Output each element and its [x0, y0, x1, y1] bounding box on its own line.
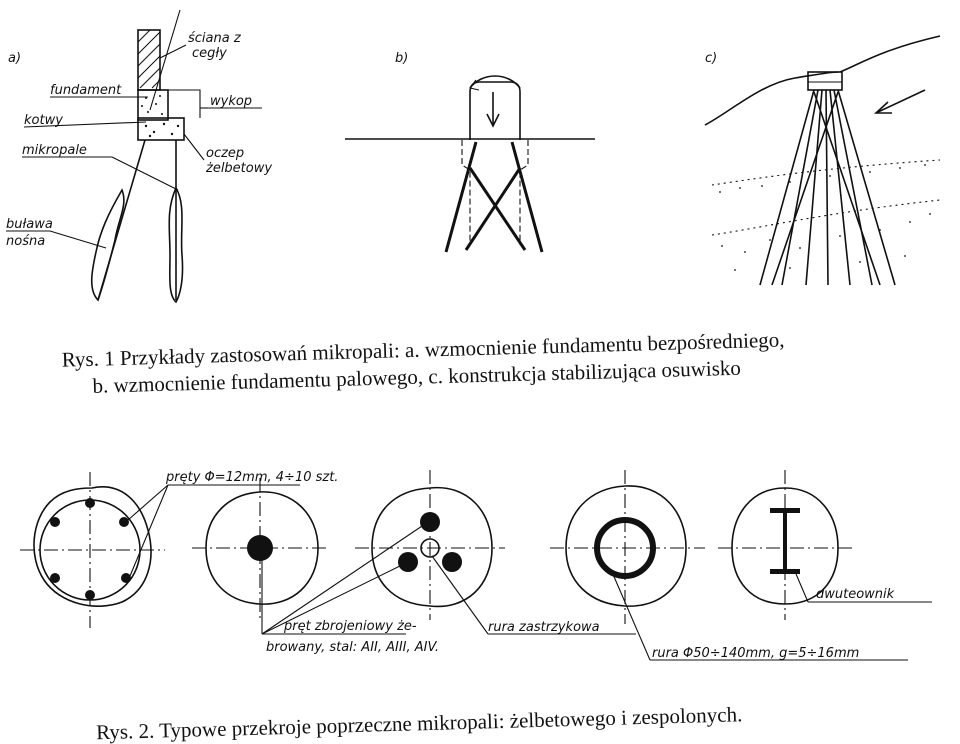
- label-cap-line2: żelbetowy: [205, 161, 272, 176]
- micropile-b-4: [464, 167, 522, 251]
- label-micropiles: mikropale: [22, 143, 87, 158]
- label-ribbed-bar-line2: browany, stal: AII, AIII, AIV.: [266, 640, 439, 655]
- panel-b-drawing: [345, 75, 595, 253]
- panel-c-drawing: [704, 35, 941, 286]
- label-excavation: wykop: [210, 94, 252, 109]
- label-foundation: fundament: [50, 83, 122, 98]
- section-steel-pipe: [550, 470, 705, 624]
- soil-layer-2: [711, 199, 941, 236]
- label-anchors: kotwy: [24, 113, 63, 128]
- bearing-bulb-left: [90, 188, 125, 302]
- label-cap-line1: oczep: [206, 146, 244, 161]
- injection-tube-symbol: [420, 538, 440, 558]
- panel-label-a: a): [8, 51, 21, 66]
- slide-arrow-icon: [877, 89, 926, 113]
- figure2-caption: Rys. 2. Typowe przekroje poprzeczne mikr…: [96, 702, 743, 744]
- ground-surface-c: [704, 35, 941, 126]
- label-bulb-line2: nośna: [6, 234, 45, 249]
- label-pipe: rura Φ50÷140mm, g=5÷16mm: [652, 646, 859, 661]
- soil-stipple: [719, 164, 931, 271]
- label-wall-line1: ściana z: [188, 31, 242, 46]
- rotation-arrow-icon: [469, 75, 521, 89]
- label-ibeam: dwuteownik: [816, 587, 895, 602]
- bearing-bulb-right: [168, 186, 184, 304]
- figure1-caption: Rys. 1 Przykłady zastosowań mikropali: a…: [61, 327, 784, 397]
- rc-cap: [137, 117, 185, 141]
- panel-label-c: c): [705, 51, 717, 66]
- panel-label-b: b): [395, 51, 408, 66]
- stabilizing-cap: [807, 71, 843, 91]
- figure-2: pręty Φ=12mm, 4÷10 szt. pręt zbrojeniowy…: [20, 470, 932, 744]
- label-bulb-line1: buława: [6, 217, 53, 232]
- label-injection-tube: rura zastrzykowa: [488, 620, 600, 635]
- existing-pile: [469, 81, 521, 140]
- section-rebar-cage: [20, 472, 165, 628]
- micropile-b-1: [444, 141, 478, 253]
- label-ribbed-bar-line1: pręt zbrojeniowy że-: [283, 619, 417, 634]
- label-rebar: pręty Φ=12mm, 4÷10 szt.: [165, 470, 338, 485]
- foundation-block: [137, 89, 169, 121]
- section-ibeam: [718, 470, 852, 620]
- micropile-fan: [759, 89, 896, 286]
- panel-a-drawing: ściana z cegły fundament wykop kotwy mik…: [6, 9, 272, 304]
- section-single-bar: [192, 478, 330, 620]
- figure2-caption-text: Rys. 2. Typowe przekroje poprzeczne mikr…: [96, 702, 743, 744]
- label-wall-line2: cegły: [192, 46, 227, 61]
- micropile-b-3: [468, 167, 527, 251]
- micropile-b-2: [510, 141, 544, 253]
- figure-1: a) b) c): [6, 9, 941, 398]
- section-three-bars: [355, 470, 505, 620]
- soil-layer-1: [711, 159, 941, 186]
